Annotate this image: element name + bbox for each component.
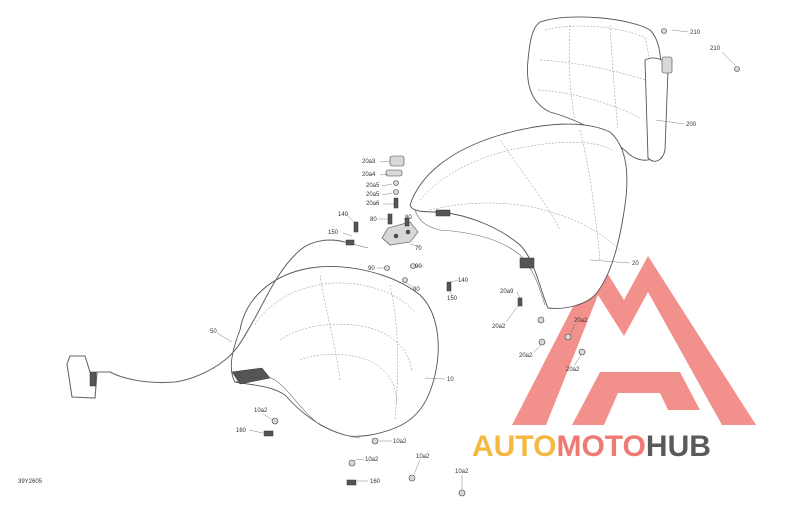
label-90-left: 90 [368,266,375,272]
backrest-200 [527,16,673,162]
label-210-top: 210 [690,30,701,36]
label-20a2-d: 20a2 [566,367,580,373]
leader-lines [216,29,737,490]
label-140-left: 140 [338,212,349,218]
latch-assembly-70 [381,221,419,246]
label-80-left: 80 [370,217,377,223]
label-20a5-lower: 20a5 [366,192,380,198]
label-10a2-a: 10a2 [254,408,268,414]
label-210-right: 210 [710,46,721,52]
label-10a2-b: 10a2 [393,439,407,445]
label-20a2-c: 20a2 [519,353,533,359]
latch-bracket-20a3 [385,155,405,209]
label-160-bottom: 160 [370,479,381,485]
driver-seat-10 [230,266,439,439]
label-90-lower: 90 [413,287,420,293]
label-200: 200 [686,122,697,128]
label-20: 20 [632,261,639,267]
svg-text:AUTOMOTOHUB: AUTOMOTOHUB [472,430,711,463]
label-10a2-c: 10a2 [365,457,379,463]
wordmark-moto: MOTO [556,430,645,463]
wordmark-auto: AUTO [472,430,556,463]
label-80-right: 80 [405,215,412,221]
fasteners [263,28,740,497]
label-20a5-upper: 20a5 [366,183,380,189]
label-150-left: 150 [328,230,339,236]
cable-50 [66,239,369,399]
label-10: 10 [447,377,454,383]
label-140-right: 140 [458,278,469,284]
passenger-seat-20 [409,123,628,309]
label-10a2-d: 10a2 [416,454,430,460]
label-150-right: 150 [447,296,458,302]
label-20a2-a: 20a2 [492,324,506,330]
label-20a4: 20a4 [362,172,376,178]
label-50: 50 [210,329,217,335]
label-160-left: 160 [236,428,247,434]
diagram-code: 39Y2605 [18,479,43,485]
automotohub-logo-mark [512,256,756,425]
label-20a2-b: 20a2 [574,318,588,324]
wordmark-hub: HUB [646,430,711,463]
label-70: 70 [415,246,422,252]
label-20a9: 20a9 [500,289,514,295]
label-20a6: 20a6 [366,201,380,207]
label-20a3: 20a3 [362,159,376,165]
automotohub-wordmark: AUTOMOTOHUB [472,430,711,463]
label-10a2-e: 10a2 [455,469,469,475]
label-90-upper: 90 [415,264,422,270]
callout-labels: 210 210 200 20 20a3 20a4 20a5 20a5 20a6 … [18,30,721,485]
